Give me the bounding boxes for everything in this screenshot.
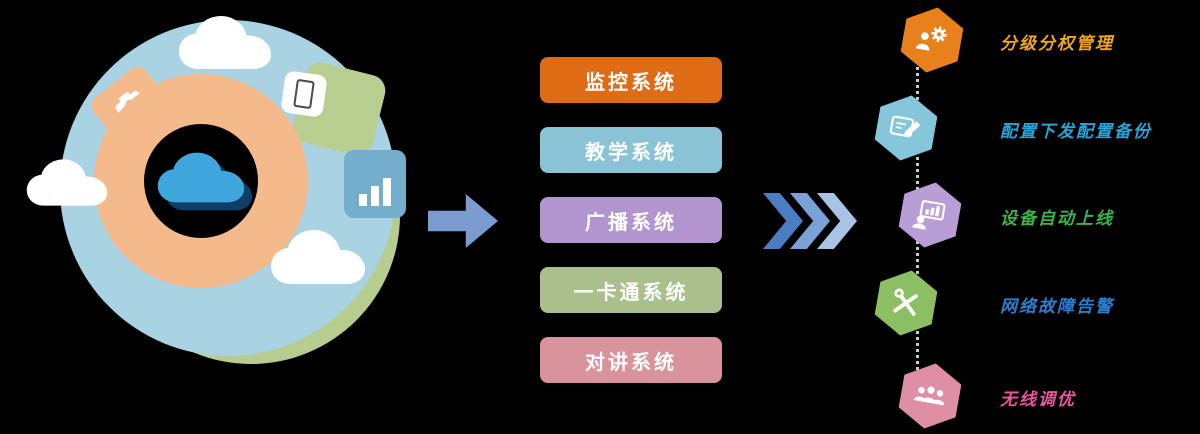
feature-label-config: 配置下发配置备份 [1000,122,1152,141]
cloud-left-icon [26,159,108,206]
system-box-broadcast: 广播系统 [540,197,722,243]
cloud-top-icon [178,16,272,69]
cloud-bottom-icon [271,230,365,284]
system-box-onecard: 一卡通系统 [540,267,722,313]
people-icon [910,376,949,415]
feature-hex-autoonline [896,177,965,252]
person-chart-icon [910,195,949,234]
stats-tile [344,150,406,218]
center-cloud-icon [157,152,245,203]
feature-label-autoonline: 设备自动上线 [1000,209,1114,228]
feature-label-management: 分级分权管理 [1000,34,1114,53]
feature-label-faultalarm: 网络故障告警 [1000,297,1114,316]
bar-chart-icon [359,178,391,206]
feature-hex-faultalarm [872,265,941,340]
phone-tile [280,70,328,118]
phone-icon [293,78,315,110]
gear-person-icon [912,20,951,59]
tools-icon [886,283,925,322]
system-box-intercom: 对讲系统 [540,337,722,383]
feature-label-wireless: 无线调优 [1000,390,1076,409]
feature-hex-config [872,90,941,165]
feature-hex-management [898,2,967,77]
flow-arrow [428,194,498,248]
system-box-monitoring: 监控系统 [540,57,722,103]
system-box-teaching: 教学系统 [540,127,722,173]
feature-hex-wireless [896,358,965,433]
document-edit-icon [886,108,925,147]
